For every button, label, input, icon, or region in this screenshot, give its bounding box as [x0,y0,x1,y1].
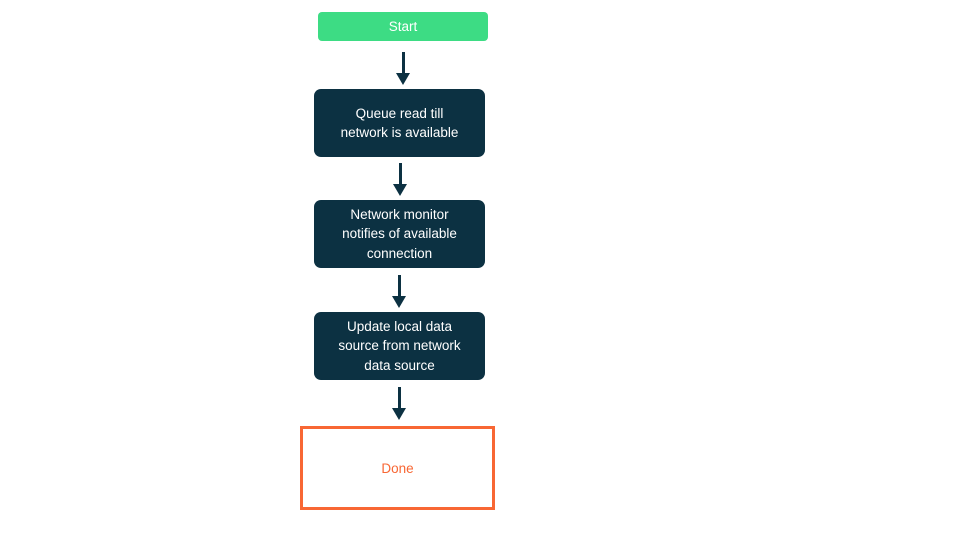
arrow-down-icon-2 [393,163,407,196]
arrow-down-icon-1 [396,52,410,85]
node-update-local-data: Update local data source from network da… [314,312,485,380]
arrow-head [393,184,407,196]
node-queue-read: Queue read till network is available [314,89,485,157]
arrow-shaft [397,275,401,296]
node-network-monitor: Network monitor notifies of available co… [314,200,485,268]
arrow-shaft [398,163,402,184]
node-network-monitor-line: Network monitor [350,206,449,222]
node-network-monitor-line: connection [366,245,433,261]
node-done: Done [300,426,495,510]
arrow-down-icon-3 [392,275,406,308]
node-start-label: Start [388,19,418,34]
node-start: Start [318,12,488,41]
arrow-shaft [401,52,405,73]
node-network-monitor-line: notifies of available [342,226,457,242]
node-done-label: Done [381,460,414,476]
arrow-shaft [397,387,401,408]
node-queue-read-line: network is available [340,125,459,140]
arrow-down-icon-4 [392,387,406,420]
node-update-local-data-line: data source [364,357,435,373]
node-update-local-data-line: source from network [338,338,461,354]
arrow-head [396,73,410,85]
node-update-local-data-line: Update local data [346,318,453,334]
arrow-head [392,296,406,308]
node-queue-read-line: Queue read till [355,105,444,121]
arrow-head [392,408,406,420]
